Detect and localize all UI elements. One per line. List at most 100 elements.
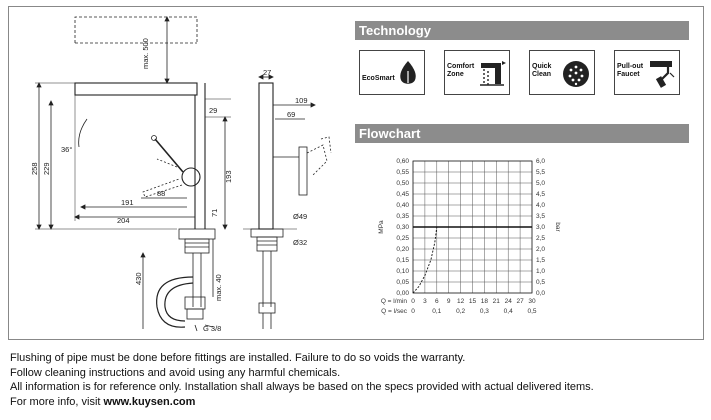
y-tick-bar: 4,0 bbox=[536, 202, 545, 209]
side-view-base bbox=[250, 228, 284, 238]
y-tick-mpa: 0,05 bbox=[396, 279, 409, 286]
x-label-lmin: Q = l/min bbox=[381, 298, 408, 305]
x-tick-lsec: 0,2 bbox=[456, 308, 465, 315]
feature-quick-line2: Clean bbox=[532, 71, 552, 78]
dim-27: 27 bbox=[263, 68, 271, 77]
y-tick-bar: 3,0 bbox=[536, 224, 545, 231]
x-tick-lmin: 0 bbox=[411, 298, 415, 305]
x-tick-lmin: 15 bbox=[469, 298, 477, 305]
spec-sheet: max. 500 36° 258 22 bbox=[8, 6, 704, 340]
y-label-bar: bar bbox=[554, 222, 561, 232]
y-tick-bar: 1,5 bbox=[536, 257, 545, 264]
feature-ecosmart: EcoSmart bbox=[359, 50, 425, 95]
x-tick-lmin: 24 bbox=[505, 298, 513, 305]
y-tick-mpa: 0,15 bbox=[396, 257, 409, 264]
y-tick-mpa: 0,55 bbox=[396, 169, 409, 176]
dim-max40: max. 40 bbox=[214, 274, 223, 301]
y-tick-bar: 5,5 bbox=[536, 169, 545, 176]
dim-d32: Ø32 bbox=[293, 238, 307, 247]
spray-disc-icon bbox=[563, 61, 589, 87]
dim-430: 430 bbox=[134, 272, 143, 285]
feature-comfort-line1: Comfort bbox=[447, 63, 475, 70]
y-tick-mpa: 0,10 bbox=[396, 268, 409, 275]
dim-258: 258 bbox=[30, 162, 39, 175]
y-tick-mpa: 0,50 bbox=[396, 180, 409, 187]
dim-29: 29 bbox=[209, 106, 217, 115]
technology-header: Technology bbox=[355, 21, 689, 40]
y-tick-mpa: 0,35 bbox=[396, 213, 409, 220]
x-tick-lmin: 12 bbox=[457, 298, 465, 305]
lever-hub bbox=[181, 167, 201, 187]
x-tick-lsec: 0,1 bbox=[432, 308, 441, 315]
feature-quick-line1: Quick bbox=[532, 63, 552, 70]
y-tick-mpa: 0,60 bbox=[396, 158, 409, 165]
dim-229: 229 bbox=[42, 162, 51, 175]
feature-pullout-line1: Pull-out bbox=[617, 63, 644, 70]
flowchart-header: Flowchart bbox=[355, 124, 689, 143]
dim-36deg: 36° bbox=[61, 145, 72, 154]
y-tick-bar: 4,5 bbox=[536, 191, 545, 198]
x-tick-lmin: 27 bbox=[516, 298, 524, 305]
y-tick-bar: 5,0 bbox=[536, 180, 545, 187]
x-tick-lmin: 6 bbox=[435, 298, 439, 305]
note-more-info: For more info, visit www.kuysen.com bbox=[10, 395, 700, 410]
dim-71: 71 bbox=[210, 209, 219, 217]
dim-193: 193 bbox=[224, 170, 233, 183]
feature-ecosmart-label: EcoSmart bbox=[362, 75, 395, 82]
side-view-body bbox=[258, 82, 274, 230]
y-tick-mpa: 0,00 bbox=[396, 290, 409, 297]
note-cleaning: Follow cleaning instructions and avoid u… bbox=[10, 366, 341, 379]
dim-191: 191 bbox=[121, 198, 134, 207]
x-tick-lmin: 21 bbox=[493, 298, 501, 305]
x-label-lsec: Q = l/sec bbox=[381, 308, 408, 315]
dim-109: 109 bbox=[295, 96, 308, 105]
dim-88: 88 bbox=[157, 189, 165, 198]
x-tick-lsec: 0 bbox=[411, 308, 415, 315]
dim-d49: Ø49 bbox=[293, 212, 307, 221]
feature-comfort-line2: Zone bbox=[447, 71, 464, 78]
y-tick-bar: 3,5 bbox=[536, 213, 545, 220]
technical-drawing: max. 500 36° 258 22 bbox=[17, 7, 357, 341]
feature-pullout-line2: Faucet bbox=[617, 71, 640, 78]
y-tick-bar: 0,5 bbox=[536, 279, 545, 286]
note-more-info-prefix: For more info, visit bbox=[10, 395, 104, 408]
x-tick-lsec: 0,5 bbox=[527, 308, 536, 315]
base-flange bbox=[178, 228, 216, 240]
y-tick-bar: 2,0 bbox=[536, 246, 545, 253]
dim-204: 204 bbox=[117, 216, 130, 225]
pullout-spout-icon bbox=[650, 61, 675, 88]
y-tick-mpa: 0,45 bbox=[396, 191, 409, 198]
notes: Flushing of pipe must be done before fit… bbox=[10, 351, 700, 409]
y-tick-mpa: 0,20 bbox=[396, 246, 409, 253]
flow-curve bbox=[412, 226, 438, 294]
spout-top bbox=[74, 82, 198, 96]
y-tick-bar: 0,0 bbox=[536, 290, 545, 297]
y-tick-bar: 2,5 bbox=[536, 235, 545, 242]
faucet-comfort-icon bbox=[480, 61, 506, 86]
x-tick-lmin: 3 bbox=[423, 298, 427, 305]
y-tick-mpa: 0,30 bbox=[396, 224, 409, 231]
leaf-drop-icon bbox=[400, 61, 416, 84]
dim-g38: G 3/8 bbox=[203, 324, 221, 333]
x-tick-lmin: 18 bbox=[481, 298, 489, 305]
dim-max500: max. 500 bbox=[141, 38, 150, 69]
note-reference: All information is for reference only. I… bbox=[10, 381, 594, 393]
extension-outline bbox=[74, 16, 198, 84]
x-tick-lsec: 0,3 bbox=[480, 308, 489, 315]
note-flushing: Flushing of pipe must be done before fit… bbox=[10, 352, 466, 364]
dim-69: 69 bbox=[287, 110, 295, 119]
y-tick-mpa: 0,25 bbox=[396, 235, 409, 242]
y-tick-bar: 1,0 bbox=[536, 268, 545, 275]
website-link[interactable]: www.kuysen.com bbox=[103, 395, 196, 408]
y-tick-mpa: 0,40 bbox=[396, 202, 409, 209]
y-label-mpa: MPa bbox=[378, 220, 385, 234]
x-tick-lmin: 30 bbox=[528, 298, 536, 305]
